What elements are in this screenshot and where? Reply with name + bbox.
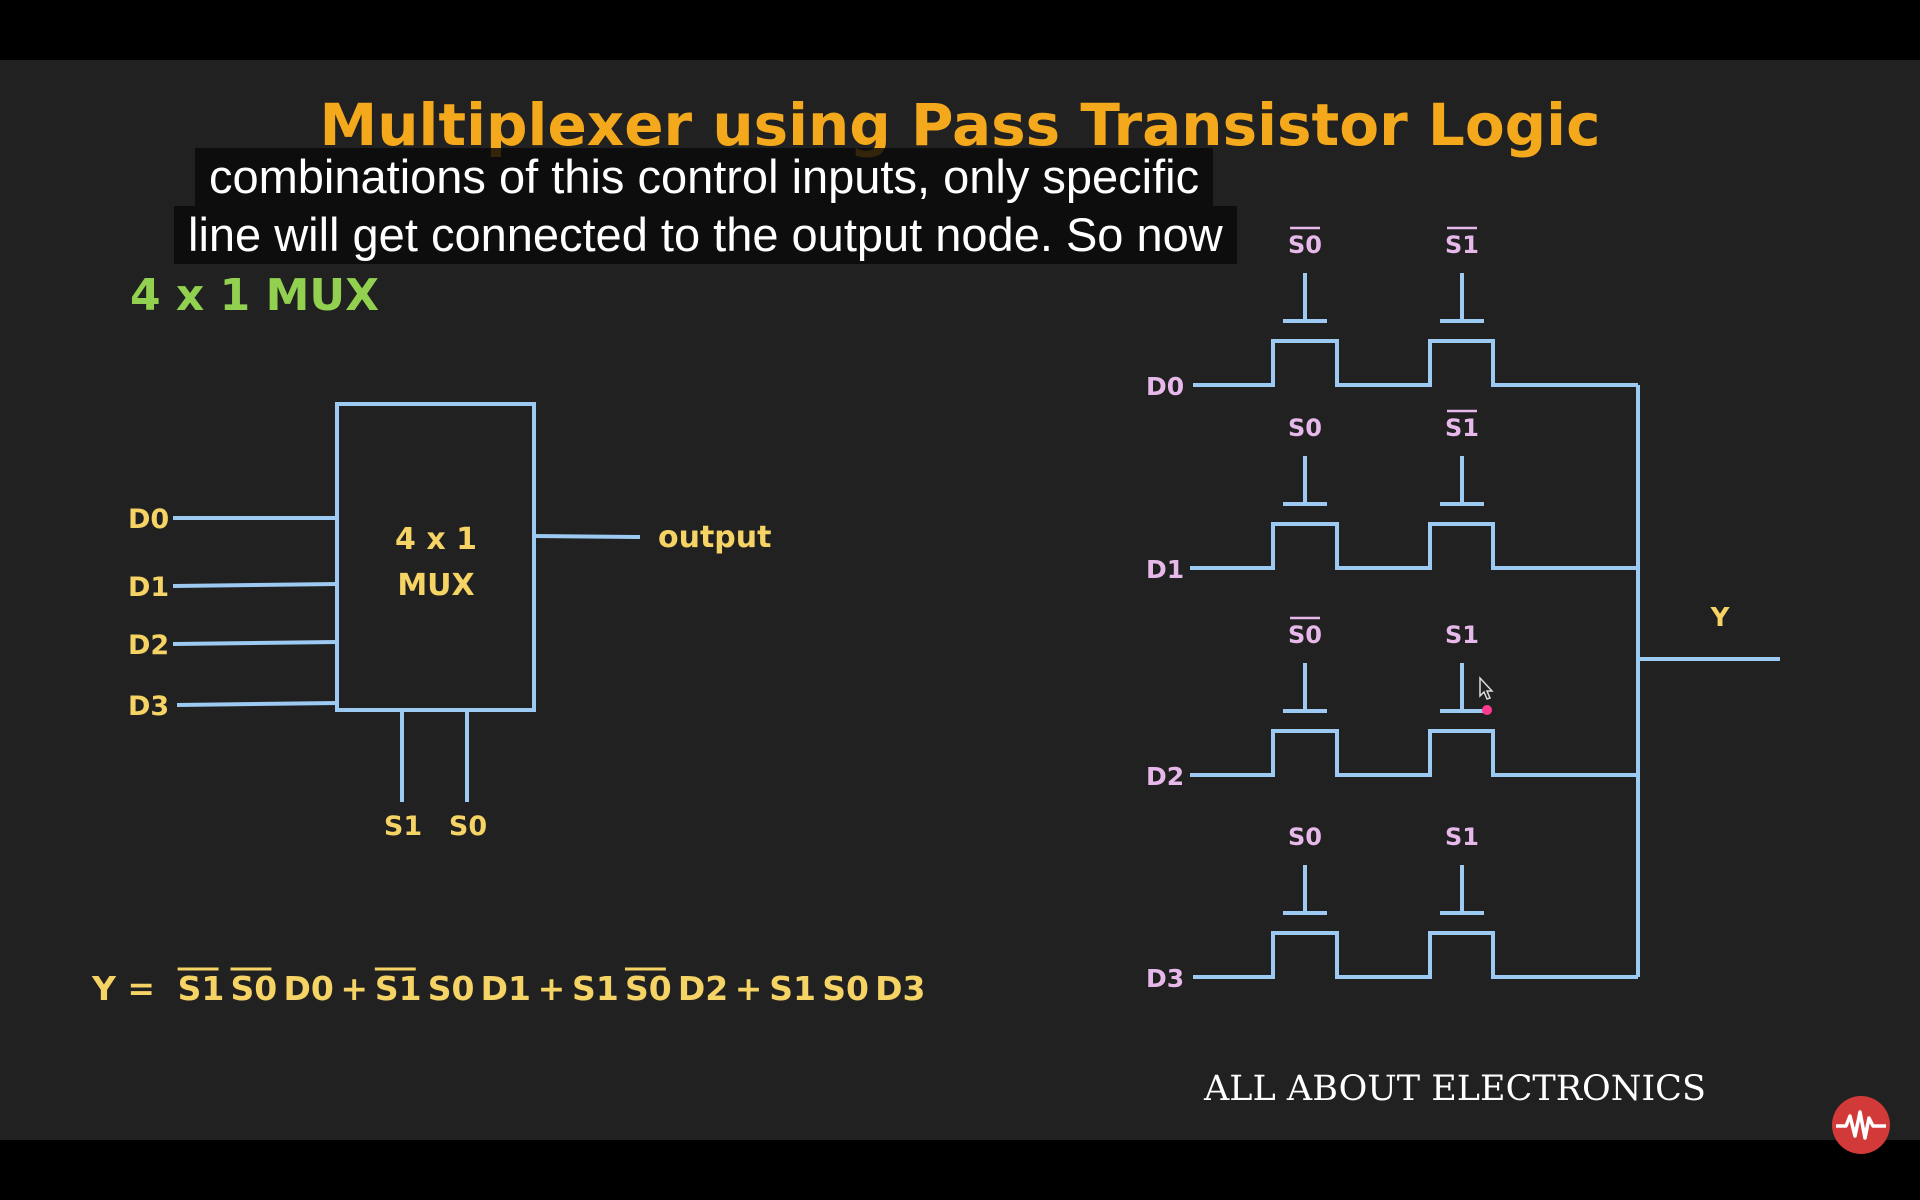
equation-token: S0	[428, 969, 475, 1008]
equation-token: D0	[283, 969, 333, 1008]
mux-box-line1: 4 x 1	[395, 522, 477, 557]
row-input-label: D1	[1146, 555, 1184, 584]
transistor-row-0: D0 S0 S1	[1146, 226, 1638, 401]
slide-title: Multiplexer using Pass Transistor Logic	[320, 91, 1601, 159]
equation-token: D3	[875, 969, 925, 1008]
caption-line-2: line will get connected to the output no…	[174, 206, 1237, 264]
gate-label-2: S1	[1445, 823, 1479, 851]
transistor-row-1: D1 S0 S1	[1146, 409, 1638, 584]
input-label-1: D1	[128, 572, 169, 603]
gate-label-1: S0	[1288, 621, 1322, 649]
input-wire-2	[172, 640, 338, 646]
equation-token: S1	[769, 969, 816, 1008]
brand-watermark: ALL ABOUT ELECTRONICS	[1203, 1069, 1706, 1109]
transistor-row-3: D3 S0 S1	[1146, 823, 1638, 993]
equation-plus: +	[340, 969, 368, 1008]
row-input-label: D2	[1146, 762, 1184, 791]
equation-token: S0	[625, 969, 672, 1008]
mux-box	[335, 402, 536, 712]
input-label-3: D3	[128, 691, 169, 722]
equation-token: S1	[375, 969, 422, 1008]
gate-label-1: S0	[1288, 414, 1322, 442]
select-label-s0: S0	[449, 811, 487, 842]
channel-logo-icon[interactable]	[1832, 1096, 1890, 1154]
mux-subtitle: 4 x 1 MUX	[130, 270, 379, 321]
equation-plus: +	[735, 969, 763, 1008]
mux-box-line2: MUX	[397, 568, 474, 603]
equation-lead: Y =	[91, 969, 155, 1008]
gate-label-2: S1	[1445, 621, 1479, 649]
input-label-2: D2	[128, 630, 169, 661]
row-input-label: D0	[1146, 372, 1184, 401]
row-signal-path	[1190, 729, 1638, 777]
input-wire-1	[172, 582, 338, 588]
select-label-s1: S1	[384, 811, 422, 842]
input-label-0: D0	[128, 504, 169, 535]
gate-label-2: S1	[1445, 414, 1479, 442]
slide-canvas: Multiplexer using Pass Transistor Logic …	[91, 91, 1780, 1109]
transistor-row-2: D2 S0 S1	[1146, 616, 1638, 791]
gate-label-2: S1	[1445, 231, 1479, 259]
gate-label-1: S0	[1288, 231, 1322, 259]
equation-token: D2	[678, 969, 728, 1008]
cursor-icon	[1479, 676, 1494, 715]
output-wire	[533, 534, 641, 539]
caption-line-1: combinations of this control inputs, onl…	[195, 148, 1214, 206]
equation-token: S1	[572, 969, 619, 1008]
row-signal-path	[1190, 522, 1638, 570]
input-wire-3	[176, 701, 338, 707]
equation-token: S0	[231, 969, 278, 1008]
row-signal-path	[1193, 339, 1638, 387]
equation-token: S0	[822, 969, 869, 1008]
equation-token: D1	[481, 969, 531, 1008]
equation-token: S1	[178, 969, 225, 1008]
row-signal-path	[1193, 931, 1638, 979]
row-input-label: D3	[1146, 964, 1184, 993]
y-output-label: Y	[1710, 603, 1731, 633]
gate-label-1: S0	[1288, 823, 1322, 851]
equation-plus: +	[538, 969, 566, 1008]
output-label: output	[658, 520, 771, 555]
